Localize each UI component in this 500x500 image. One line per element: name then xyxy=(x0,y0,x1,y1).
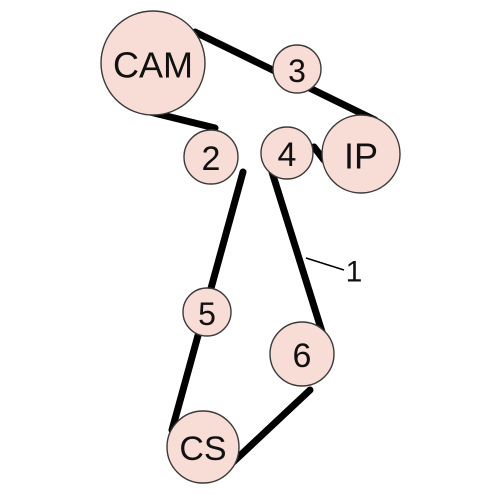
pulley-3: 3 xyxy=(272,44,322,94)
pulley-ip-label: IP xyxy=(344,136,378,177)
pulley-cam: CAM xyxy=(100,10,206,116)
pulley-ip: IP xyxy=(321,114,401,194)
pulley-cs: CS xyxy=(166,410,240,484)
pulley-6: 6 xyxy=(269,321,335,387)
belt-segment-6-4 xyxy=(268,168,327,339)
belt-callout-leader xyxy=(305,257,345,271)
belt-segment-cs-6 xyxy=(226,386,314,469)
belt-callout-label: 1 xyxy=(346,256,363,289)
pulley-cs-label: CS xyxy=(179,430,226,468)
pulley-3-label: 3 xyxy=(288,53,306,89)
pulley-6-label: 6 xyxy=(293,337,312,375)
pulley-cam-label: CAM xyxy=(113,45,193,86)
pulley-2-label: 2 xyxy=(202,140,221,178)
pulley-5: 5 xyxy=(182,287,232,337)
pulley-4-label: 4 xyxy=(278,136,297,174)
pulley-2: 2 xyxy=(183,129,239,185)
pulley-5-label: 5 xyxy=(198,296,216,332)
pulley-4: 4 xyxy=(260,126,314,180)
